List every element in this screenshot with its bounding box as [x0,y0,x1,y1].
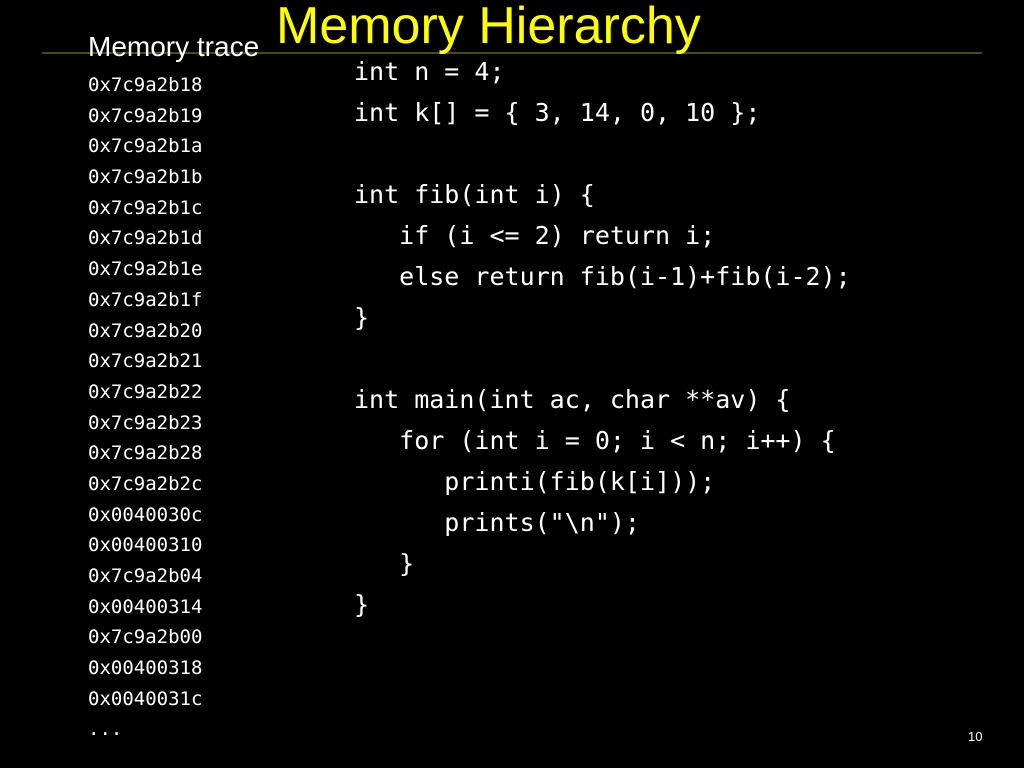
trace-address: 0x0040030c [88,503,203,526]
code-line [354,133,851,174]
code-line: } [354,549,415,578]
code-line: int fib(int i) { [354,180,595,209]
trace-address: 0x00400310 [88,534,203,557]
trace-address: 0x7c9a2b1b [88,166,203,189]
code-line: } [354,303,370,332]
trace-address: 0x00400314 [88,595,203,618]
trace-address: 0x7c9a2b1d [88,227,203,250]
trace-address: 0x7c9a2b2c [88,472,203,495]
memory-trace-heading: Memory trace [88,31,260,62]
code-listing: int n = 4; int k[] = { 3, 14, 0, 10 }; i… [354,51,851,625]
trace-address: 0x00400318 [88,657,203,680]
trace-address: 0x7c9a2b22 [88,380,203,403]
code-line: prints("\n"); [354,508,640,537]
code-line: } [354,590,370,619]
code-line: int main(int ac, char **av) { [354,385,791,414]
trace-address: 0x7c9a2b28 [88,442,203,465]
trace-address: 0x7c9a2b1a [88,135,203,158]
code-line [354,338,851,379]
trace-address: 0x7c9a2b20 [88,319,203,342]
code-line: int n = 4; [354,57,505,86]
slide-title: Memory Hierarchy [276,0,701,55]
title-divider [42,52,982,54]
slide-number: 10 [968,729,983,744]
trace-address: 0x7c9a2b1e [88,258,203,281]
trace-address: 0x7c9a2b04 [88,565,203,587]
memory-trace-list: 0x7c9a2b18 0x7c9a2b19 0x7c9a2b1a 0x7c9a2… [88,70,202,745]
code-line: for (int i = 0; i < n; i++) { [354,426,836,455]
trace-address: 0x0040031c [88,687,203,710]
trace-address: 0x7c9a2b23 [88,411,203,434]
code-line: else return fib(i-1)+fib(i-2); [354,262,851,291]
trace-address: 0x7c9a2b19 [88,104,203,127]
code-line: printi(fib(k[i])); [354,467,716,496]
trace-address: 0x7c9a2b1c [88,196,203,219]
trace-address: 0x7c9a2b1f [88,288,203,311]
trace-address: 0x7c9a2b00 [88,626,203,649]
code-line: if (i <= 2) return i; [354,221,716,250]
trace-ellipsis: ... [88,718,123,741]
trace-address: 0x7c9a2b21 [88,350,203,373]
code-line: int k[] = { 3, 14, 0, 10 }; [354,98,761,127]
trace-address: 0x7c9a2b18 [88,74,203,96]
